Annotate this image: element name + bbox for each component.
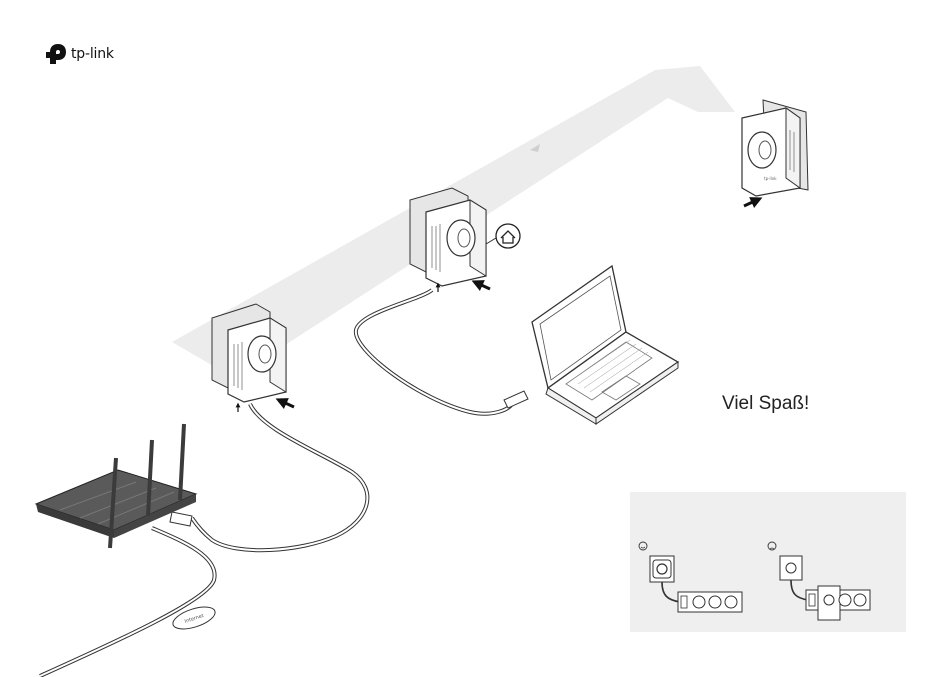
router-antenna: [180, 424, 184, 500]
tp-link-logo-icon: [44, 42, 68, 66]
tp-link-logo: tp-link: [44, 42, 114, 66]
laptop: [532, 266, 678, 424]
press-arrow-icon-remote: [744, 200, 757, 206]
greeting-text: Viel Spaß!: [722, 393, 809, 415]
press-arrow-icon-laptop-adapter: [477, 283, 490, 289]
house-icon: [486, 224, 520, 248]
powerline-adapter-laptop: [410, 188, 486, 286]
ethernet-plug-laptop: [504, 391, 528, 408]
powerline-adapter-remote: tp-link: [742, 100, 808, 196]
smiley-face-icon: [639, 542, 647, 550]
ethernet-cable-router: [192, 404, 367, 550]
ethernet-plug-router: [170, 512, 192, 526]
remote-adapter-brand: tp-link: [764, 176, 777, 181]
internet-tag: Internet: [170, 603, 217, 634]
frown-face-icon: [768, 542, 776, 550]
bad-placement-illustration: [768, 542, 870, 620]
good-placement-illustration: [639, 542, 742, 612]
tp-link-logo-text: tp-link: [71, 46, 114, 62]
router: [36, 424, 196, 548]
ethernet-cable-laptop: [356, 290, 512, 414]
press-arrow-icon-router-adapter: [281, 401, 294, 407]
